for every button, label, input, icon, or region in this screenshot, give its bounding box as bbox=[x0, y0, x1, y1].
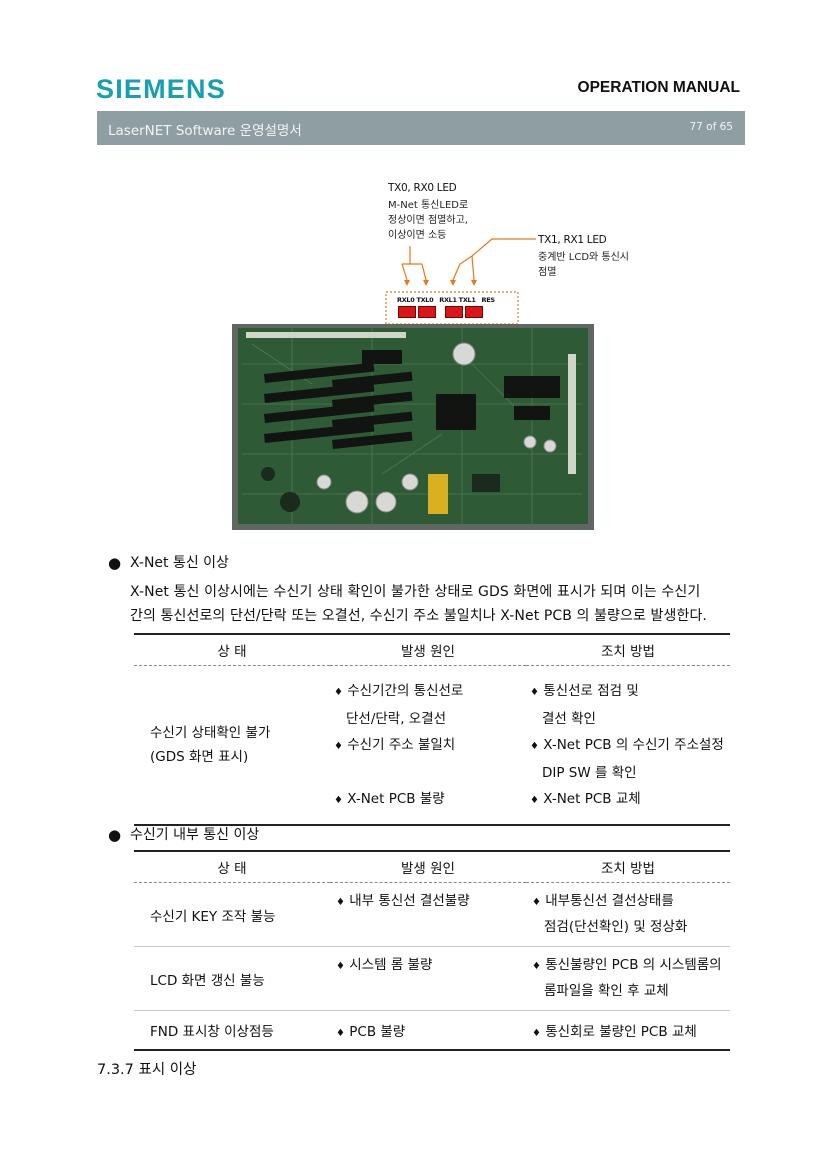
pcb-photo bbox=[232, 324, 594, 530]
diamond-icon: ♦ bbox=[334, 795, 343, 806]
column-header: 상 태 bbox=[217, 861, 247, 877]
tx0-desc-line: 정상이면 점멸하고, bbox=[388, 215, 468, 226]
cause-item: ♦ X-Net PCB 불량 bbox=[334, 791, 445, 807]
column-header: 발생 원인 bbox=[401, 644, 455, 660]
tx0-led-title: TX0, RX0 LED bbox=[388, 182, 457, 194]
table-row: 수신기 상태확인 불가 (GDS 화면 표시) ♦ 수신기간의 통신선로 단선/… bbox=[134, 666, 730, 826]
action-item: ♦ 통신선로 점검 및 bbox=[530, 683, 639, 699]
tx1-led-description: 중계반 LCD와 통신시 점멸 bbox=[538, 250, 629, 280]
state-cell: 수신기 KEY 조작 불능 bbox=[150, 908, 276, 925]
bullet-icon: ● bbox=[108, 826, 122, 844]
xnet-paragraph: X-Net 통신 이상시에는 수신기 상태 확인이 불가한 상태로 GDS 화면… bbox=[130, 580, 750, 628]
tx0-desc-line: 이상이면 소등 bbox=[388, 230, 447, 241]
diamond-icon: ♦ bbox=[336, 1028, 345, 1039]
header-title: LaserNET Software 운영설명서 bbox=[108, 123, 302, 139]
document-type: OPERATION MANUAL bbox=[577, 79, 740, 96]
action-cell: ♦ 통신회로 불량인 PCB 교체 bbox=[526, 1011, 730, 1051]
diamond-icon: ♦ bbox=[532, 961, 541, 972]
led-labels: RXL0 TXL0 RXL1 TXL1 RES bbox=[397, 296, 495, 304]
subsection-heading: 7.3.7 표시 이상 bbox=[97, 1062, 197, 1078]
action-item: ♦ 통신불량인 PCB 의 시스템롬의 bbox=[532, 957, 722, 973]
tx1-led-title: TX1, RX1 LED bbox=[538, 234, 607, 246]
column-header: 상 태 bbox=[217, 644, 247, 660]
led-rxl0 bbox=[398, 306, 416, 318]
diamond-icon: ♦ bbox=[530, 687, 539, 698]
header-bar: LaserNET Software 운영설명서 77 of 65 bbox=[97, 111, 745, 145]
action-item: ♦ 내부통신선 결선상태를 bbox=[532, 893, 674, 909]
diamond-icon: ♦ bbox=[532, 897, 541, 908]
action-item-cont: 점검(단선확인) 및 정상화 bbox=[544, 919, 688, 935]
section-title-internal: 수신기 내부 통신 이상 bbox=[130, 827, 260, 843]
cause-item: ♦ 수신기간의 통신선로 bbox=[334, 683, 464, 699]
diamond-icon: ♦ bbox=[334, 741, 343, 752]
diamond-icon: ♦ bbox=[336, 897, 345, 908]
state-line: (GDS 화면 표시) bbox=[150, 749, 249, 765]
action-cell: ♦ 내부통신선 결선상태를 점검(단선확인) 및 정상화 bbox=[526, 883, 730, 947]
action-item-cont: 결선 확인 bbox=[542, 711, 596, 727]
diamond-icon: ♦ bbox=[334, 687, 343, 698]
bullet-icon: ● bbox=[108, 554, 122, 572]
tx0-desc-line: M-Net 통신LED로 bbox=[388, 200, 469, 211]
tx1-desc-line: 중계반 LCD와 통신시 bbox=[538, 252, 630, 263]
action-item: ♦ X-Net PCB 의 수신기 주소설정 bbox=[530, 737, 724, 753]
table-row: 수신기 KEY 조작 불능 ♦ 내부 통신선 결선불량 ♦ 내부통신선 결선상태… bbox=[134, 883, 730, 947]
table-row: LCD 화면 갱신 불능 ♦ 시스템 롬 불량 ♦ 통신불량인 PCB 의 시스… bbox=[134, 947, 730, 1011]
led-txl0 bbox=[418, 306, 436, 318]
led-rxl1 bbox=[445, 306, 463, 318]
table-row: FND 표시창 이상점등 ♦ PCB 불량 ♦ 통신회로 불량인 PCB 교체 bbox=[134, 1011, 730, 1051]
internal-comm-table: 상 태 발생 원인 조치 방법 수신기 KEY 조작 불능 ♦ 내부 통신선 결… bbox=[134, 850, 730, 1051]
column-header: 조치 방법 bbox=[601, 644, 655, 660]
led-txl1 bbox=[465, 306, 483, 318]
spacer bbox=[334, 760, 526, 786]
cause-cell: ♦ 내부 통신선 결선불량 bbox=[336, 893, 470, 909]
cause-cell: ♦ 시스템 롬 불량 bbox=[336, 957, 433, 973]
xnet-table: 상 태 발생 원인 조치 방법 수신기 상태확인 불가 (GDS 화면 표시) … bbox=[134, 633, 730, 826]
cause-item: ♦ 수신기 주소 불일치 bbox=[334, 737, 456, 753]
state-cell: FND 표시창 이상점등 bbox=[150, 1024, 274, 1040]
tx1-desc-line: 점멸 bbox=[538, 267, 557, 278]
diamond-icon: ♦ bbox=[530, 795, 539, 806]
siemens-logo: SIEMENS bbox=[96, 74, 226, 104]
column-header: 조치 방법 bbox=[601, 861, 655, 877]
action-cell: ♦ 통신선로 점검 및 결선 확인 ♦ X-Net PCB 의 수신기 주소설정… bbox=[526, 666, 730, 826]
paragraph-line: X-Net 통신 이상시에는 수신기 상태 확인이 불가한 상태로 GDS 화면… bbox=[130, 584, 701, 600]
cause-item-cont: 단선/단락, 오결선 bbox=[346, 711, 447, 727]
paragraph-line: 간의 통신선로의 단선/단락 또는 오결선, 수신기 주소 불일치나 X-Net… bbox=[130, 608, 707, 624]
diamond-icon: ♦ bbox=[336, 961, 345, 972]
action-item: ♦ 통신회로 불량인 PCB 교체 bbox=[532, 1024, 697, 1040]
cause-cell: ♦ 수신기간의 통신선로 단선/단락, 오결선 ♦ 수신기 주소 불일치 ♦ X… bbox=[330, 666, 526, 826]
page-number: 77 of 65 bbox=[689, 121, 733, 133]
state-cell: 수신기 상태확인 불가 (GDS 화면 표시) bbox=[134, 666, 330, 826]
action-item: ♦ X-Net PCB 교체 bbox=[530, 791, 641, 807]
action-item-cont: DIP SW 를 확인 bbox=[542, 765, 637, 781]
section-title-xnet: X-Net 통신 이상 bbox=[130, 555, 229, 571]
diamond-icon: ♦ bbox=[530, 741, 539, 752]
state-line: 수신기 상태확인 불가 bbox=[150, 725, 271, 741]
tx0-led-description: M-Net 통신LED로 정상이면 점멸하고, 이상이면 소등 bbox=[388, 198, 468, 243]
action-cell: ♦ 통신불량인 PCB 의 시스템롬의 롬파일을 확인 후 교체 bbox=[526, 947, 730, 1011]
cause-cell: ♦ PCB 불량 bbox=[336, 1024, 406, 1040]
state-cell: LCD 화면 갱신 불능 bbox=[150, 972, 265, 989]
diamond-icon: ♦ bbox=[532, 1028, 541, 1039]
action-item-cont: 롬파일을 확인 후 교체 bbox=[544, 983, 669, 999]
column-header: 발생 원인 bbox=[401, 861, 455, 877]
